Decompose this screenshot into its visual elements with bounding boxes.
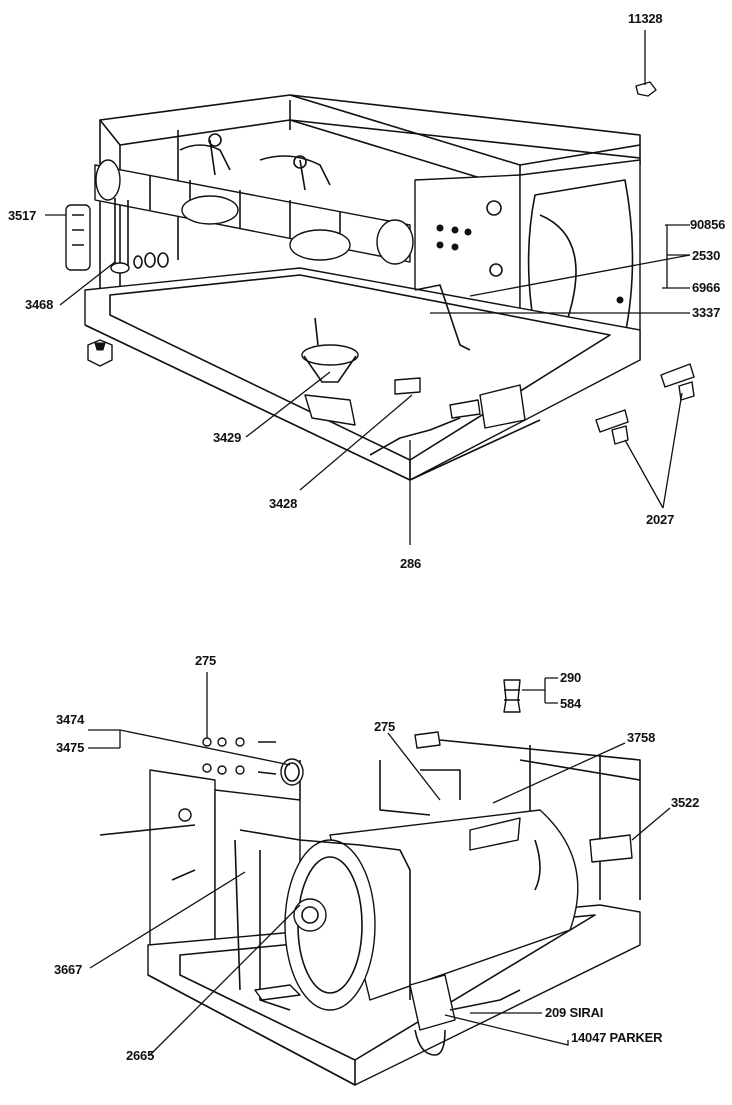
part-label-2530: 2530 [692, 248, 721, 263]
part-label-2027: 2027 [646, 512, 675, 527]
part-label-209-sirai: 209 SIRAI [545, 1005, 604, 1020]
part-label-3468: 3468 [25, 297, 54, 312]
part-label-3667: 3667 [54, 962, 83, 977]
part-label-275-left: 275 [195, 653, 217, 668]
part-label-3337: 3337 [692, 305, 721, 320]
leader-lines [45, 30, 691, 1056]
part-label-14047-parker: 14047 PARKER [571, 1030, 663, 1045]
part-label-275-right: 275 [374, 719, 396, 734]
part-label-3475: 3475 [56, 740, 85, 755]
part-label-3517: 3517 [8, 208, 37, 223]
part-label-286: 286 [400, 556, 422, 571]
part-label-11328: 11328 [628, 11, 663, 26]
part-label-90856: 90856 [690, 217, 726, 232]
part-label-3428: 3428 [269, 496, 298, 511]
part-label-3474: 3474 [56, 712, 85, 727]
part-label-2665: 2665 [126, 1048, 155, 1063]
part-label-290: 290 [560, 670, 582, 685]
part-label-584: 584 [560, 696, 582, 711]
upper-frame-assembly [65, 81, 695, 481]
part-label-3758: 3758 [627, 730, 656, 745]
part-label-3429: 3429 [213, 430, 242, 445]
lower-boiler-assembly [99, 679, 641, 1086]
part-label-6966: 6966 [692, 280, 721, 295]
part-label-3522: 3522 [671, 795, 700, 810]
